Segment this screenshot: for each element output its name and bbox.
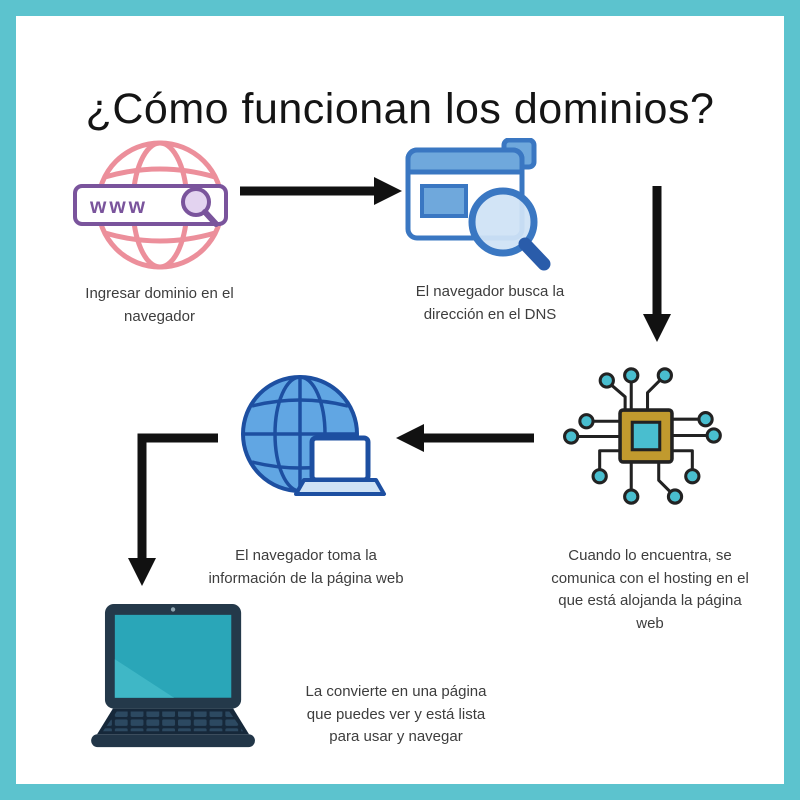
www-globe-icon: www — [73, 140, 228, 270]
step3-label: Cuando lo encuentra, se comunica con el … — [551, 547, 749, 632]
page-title: ¿Cómo funcionan los dominios? — [85, 84, 715, 133]
step4-label: El navegador toma la información de la p… — [208, 547, 404, 587]
magnifier-handle — [518, 237, 551, 271]
magnifier-lens — [468, 187, 538, 257]
arrow-step3-step4 — [396, 424, 534, 452]
laptop-base — [294, 478, 386, 496]
step5-label: La convierte en una página que puedes ve… — [305, 683, 487, 745]
arrow-step1-step2 — [240, 177, 402, 205]
hosting-chip-icon — [563, 367, 722, 505]
step2-label: El navegador busca la dirección en el DN… — [415, 283, 565, 323]
webcam-dot — [170, 607, 176, 612]
browser-dns-search-icon — [405, 138, 551, 271]
search-icon — [181, 187, 211, 217]
content-block — [420, 184, 468, 218]
laptop-base-slab — [91, 734, 255, 748]
chip-core — [630, 420, 662, 452]
browser-header-bar — [405, 147, 525, 175]
arrow-step2-step3 — [643, 186, 671, 342]
laptop-screen — [309, 435, 371, 483]
webpage-globe-icon — [241, 375, 386, 496]
step1-label: Ingresar dominio en el navegador — [85, 285, 234, 325]
laptop-icon — [91, 604, 255, 748]
keyboard-keys — [103, 711, 244, 732]
www-text: www — [89, 195, 148, 218]
